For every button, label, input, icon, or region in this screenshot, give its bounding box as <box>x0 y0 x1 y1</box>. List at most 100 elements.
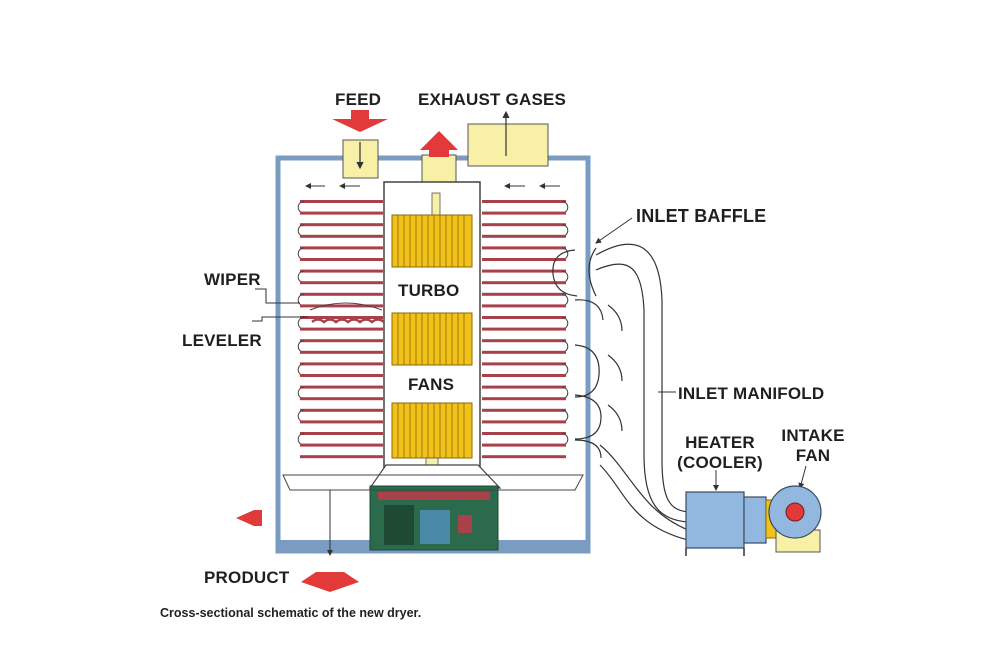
feed-label: FEED <box>335 90 382 109</box>
trays-right <box>482 200 569 459</box>
tray-turn-loop <box>561 317 569 330</box>
tray-shelf <box>300 408 383 412</box>
tray-shelf <box>300 385 383 389</box>
tray-shelf <box>482 374 566 377</box>
tray-shelf <box>300 362 383 366</box>
wiper-bar <box>309 302 383 311</box>
tray-shelf <box>482 385 566 389</box>
turbo-fan-bottom <box>391 402 473 459</box>
tray-shelf <box>482 408 566 412</box>
product-arrow-left <box>236 510 262 526</box>
fans-label: FANS <box>408 375 455 394</box>
heater-label: HEATER (COOLER) <box>670 433 770 473</box>
tray-shelf <box>300 304 383 308</box>
tray-shelf <box>482 397 566 401</box>
tray-shelf <box>482 420 566 424</box>
leveler-blade <box>311 318 385 324</box>
tray-shelf <box>300 246 383 250</box>
wiper-label: WIPER <box>204 270 261 289</box>
turbo-fan-top <box>391 214 473 268</box>
tray-turn-loop <box>561 293 569 307</box>
tray-shelf <box>300 432 383 435</box>
inlet-manifold-label: INLET MANIFOLD <box>678 384 825 403</box>
tray-shelf <box>482 234 566 238</box>
tray-turn-loop <box>297 247 305 260</box>
tray-turn-loop <box>297 270 305 284</box>
intake-label-line2: FAN <box>795 446 831 465</box>
tray-shelf <box>300 420 383 424</box>
tray-turn-loop <box>297 340 305 353</box>
trays-left <box>297 200 383 459</box>
product-arrow-down <box>301 572 359 592</box>
tray-shelf <box>300 234 383 238</box>
tray-turn-loop <box>561 270 569 284</box>
tray-shelf <box>482 304 566 308</box>
tray-shelf <box>300 339 383 343</box>
heater-label-line2: (COOLER) <box>677 453 763 472</box>
tray-shelf <box>482 269 566 273</box>
tray-shelf <box>482 432 566 435</box>
tray-turn-loop <box>561 340 569 353</box>
tray-shelf <box>300 397 383 401</box>
tray-shelf <box>300 316 383 319</box>
tray-turn-loop <box>297 409 305 423</box>
tray-shelf <box>300 327 383 331</box>
tray-shelf <box>300 292 383 296</box>
leveler-label: LEVELER <box>182 331 262 350</box>
drive-mechanism <box>282 464 584 551</box>
turbo-label: TURBO <box>398 281 460 300</box>
turbo-fan-middle <box>391 312 473 366</box>
tray-shelf <box>482 350 566 354</box>
tray-turn-loop <box>297 293 305 307</box>
tray-shelf <box>300 269 383 273</box>
intake-label-line1: INTAKE <box>781 426 845 445</box>
tray-turn-loop <box>561 201 569 214</box>
tray-shelf <box>482 281 566 285</box>
inlet-baffle-label: INLET BAFFLE <box>636 206 767 226</box>
tray-shelf <box>482 362 566 366</box>
tray-shelf <box>300 281 383 285</box>
tray-shelf <box>482 339 566 343</box>
intake-fan-label: INTAKE FAN <box>778 426 848 466</box>
tray-shelf <box>482 316 566 319</box>
heater-label-line1: HEATER <box>685 433 755 452</box>
inlet-baffles <box>552 247 623 459</box>
tray-turn-loop <box>297 317 305 330</box>
tray-shelf <box>300 350 383 354</box>
tray-shelf <box>482 223 566 227</box>
tray-turn-loop <box>561 409 569 423</box>
tray-turn-loop <box>561 224 569 237</box>
tray-shelf <box>300 211 383 215</box>
tray-shelf <box>300 374 383 377</box>
tray-shelf <box>482 211 566 215</box>
tray-shelf <box>300 223 383 227</box>
tray-shelf <box>300 455 383 459</box>
product-label: PRODUCT <box>204 568 290 587</box>
tray-shelf <box>482 292 566 296</box>
intake-fan <box>765 485 822 553</box>
figure-caption: Cross-sectional schematic of the new dry… <box>160 606 422 620</box>
tray-turn-loop <box>297 433 305 446</box>
tray-turn-loop <box>561 363 569 376</box>
tray-shelf <box>300 443 383 447</box>
exhaust-box <box>467 123 549 167</box>
tray-turn-loop <box>297 201 305 214</box>
inlet-manifold-duct <box>595 243 689 541</box>
tray-turn-loop <box>561 386 569 400</box>
tray-turn-loop <box>561 433 569 446</box>
tray-turn-loop <box>297 363 305 376</box>
tray-turn-loop <box>297 224 305 237</box>
exhaust-gases-label: EXHAUST GASES <box>418 90 567 109</box>
feed-arrow <box>332 110 388 132</box>
tray-shelf <box>482 200 566 203</box>
tray-shelf <box>482 258 566 261</box>
tray-shelf <box>300 258 383 261</box>
heater-cooler-unit <box>685 491 767 556</box>
tray-turn-loop <box>297 386 305 400</box>
tray-shelf <box>482 455 566 459</box>
exhaust-arrow <box>420 131 458 157</box>
tray-shelf <box>482 327 566 331</box>
tray-shelf <box>300 200 383 203</box>
tray-shelf <box>482 246 566 250</box>
